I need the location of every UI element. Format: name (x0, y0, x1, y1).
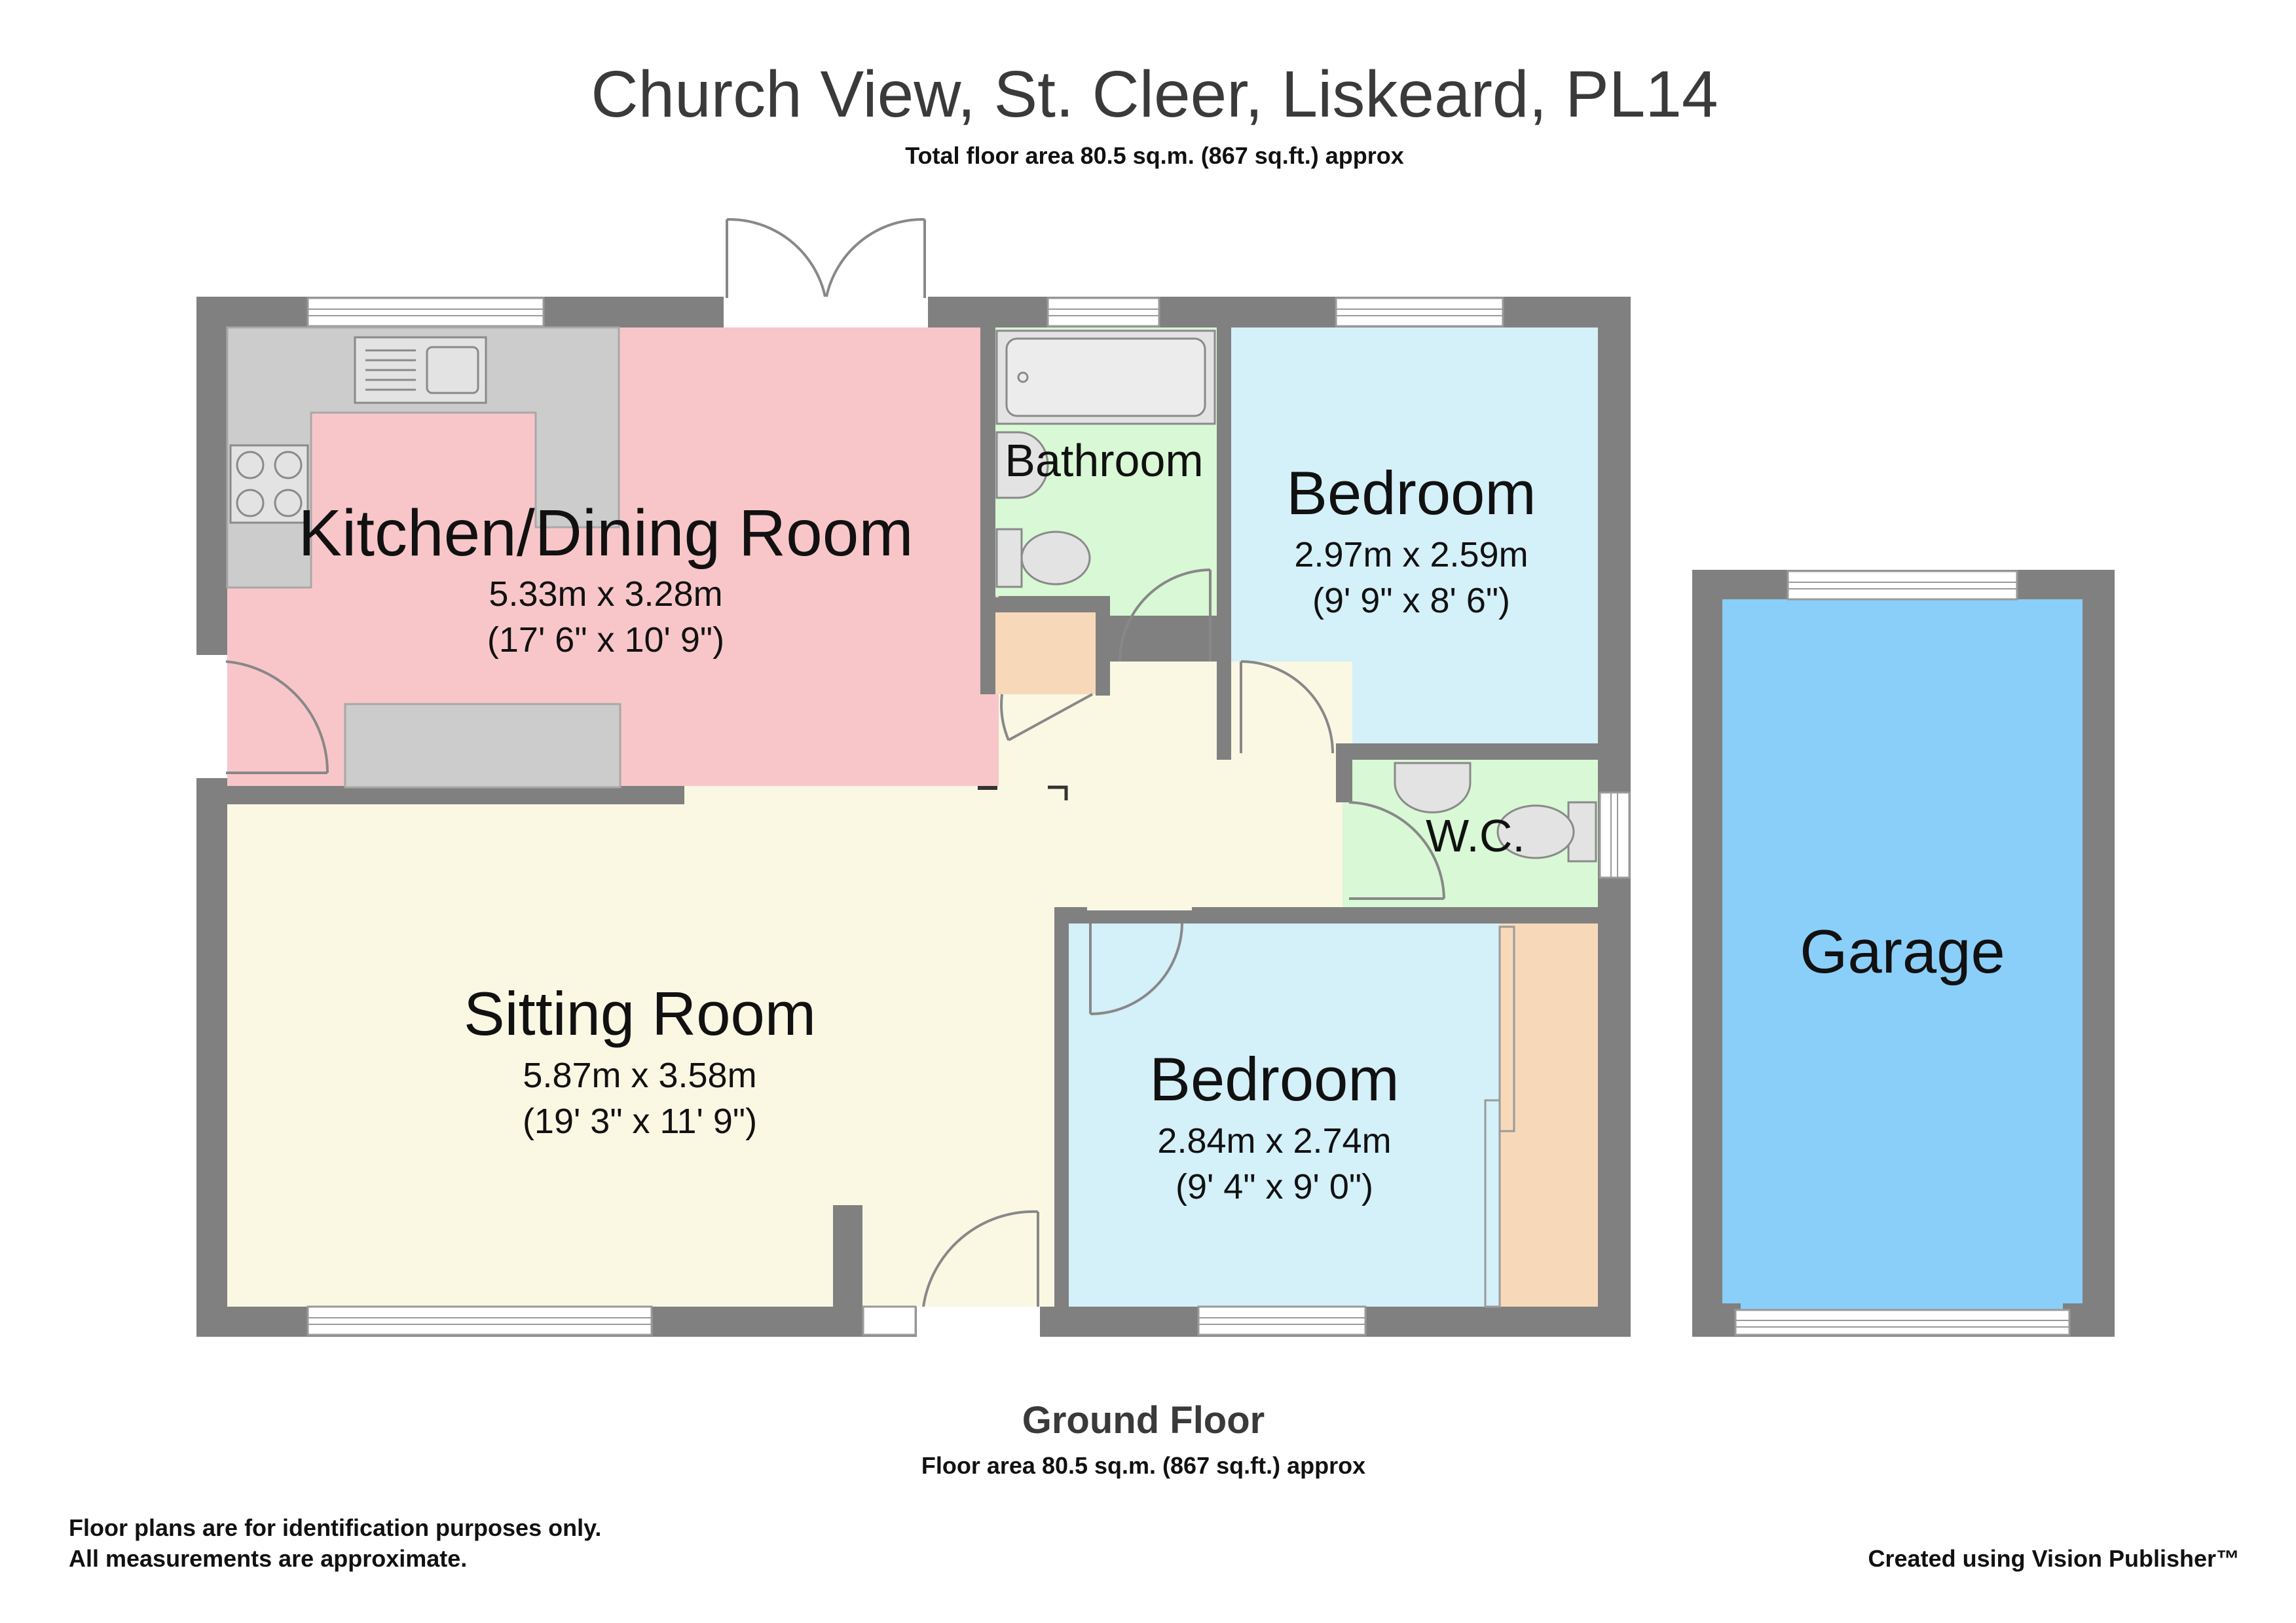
sink-icon (354, 336, 487, 404)
bath-door-opening (1110, 596, 1217, 616)
cupboard-floor (994, 612, 1096, 694)
wardrobe-door-lower (1484, 1099, 1501, 1308)
sitting-imperial: (19' 3" x 11' 9") (523, 1102, 757, 1141)
wall-cupboard-east (1096, 597, 1110, 696)
wc-basin-icon (1394, 762, 1472, 813)
window-sitting-bottom (306, 1305, 653, 1336)
garage-glazing-lines (1735, 582, 2069, 1328)
wall-bed1-wc (1336, 743, 1631, 760)
garage-label: Garage (1800, 917, 2005, 986)
bed2-door-swing (1090, 923, 1183, 1015)
wc-door-swing (1348, 801, 1445, 899)
window-bed2-bottom (1197, 1305, 1367, 1336)
bathroom-label: Bathroom (1005, 435, 1203, 486)
wall-bath-west (980, 327, 995, 694)
wardrobe-doors (1484, 925, 1515, 1308)
kitchen-units (226, 326, 621, 789)
floor-name: Ground Floor (1022, 1399, 1265, 1442)
kitchen-side-opening (196, 655, 227, 778)
kitchen-island (344, 703, 621, 789)
doors (225, 217, 1445, 1307)
sitting-metric: 5.87m x 3.58m (523, 1056, 756, 1095)
front-door-opening (917, 1307, 1040, 1337)
wc-label: W.C. (1426, 810, 1525, 861)
wall-bath-bed1 (1217, 327, 1231, 760)
bedroom1-label: Bedroom (1286, 458, 1536, 527)
bathtub-icon (995, 329, 1216, 425)
wall-wc-bed2 (1192, 907, 1631, 923)
windows (306, 297, 1631, 1336)
bath-door-swing (1119, 569, 1211, 662)
bath-toilet-icon (995, 528, 1091, 588)
plan-title: Church View, St. Cleer, Liskeard, PL14 (591, 58, 1718, 131)
floor-area: Floor area 80.5 sq.m. (867 sq.ft.) appro… (921, 1452, 1365, 1479)
plan-subtitle: Total floor area 80.5 sq.m. (867 sq.ft.)… (905, 142, 1404, 169)
garage-window-top (1787, 570, 2018, 601)
wall-kitchen-sitting (196, 786, 684, 804)
kitchen-patio-opening (724, 297, 928, 327)
basin-icon (995, 431, 1049, 499)
window-hall-side (862, 1305, 917, 1336)
bedroom2-metric: 2.84m x 2.74m (1157, 1121, 1391, 1161)
disclaimer-line-2: All measurements are approximate. (69, 1545, 467, 1572)
bedroom2-imperial: (9' 4" x 9' 0") (1176, 1167, 1373, 1206)
window-glazing-lines (308, 308, 1618, 1325)
bedroom1-metric: 2.97m x 2.59m (1294, 535, 1528, 574)
window-kitchen-top (306, 297, 545, 327)
wall-hall-marker-1 (978, 786, 997, 790)
hall-floor-lower (681, 786, 1342, 907)
front-door-swing (922, 1210, 1039, 1307)
cupboard-door-leaf (1008, 693, 1093, 741)
wc-toilet-icon (1496, 801, 1597, 863)
hob-icon (229, 444, 309, 524)
kitchen-side-door-swing (225, 660, 329, 774)
wardrobe-floor (1500, 923, 1598, 1307)
garage-windows (1734, 570, 2071, 1336)
kitchen-imperial: (17' 6" x 10' 9") (487, 620, 724, 660)
window-bath-top (1046, 297, 1160, 327)
window-bed1-top (1335, 297, 1504, 327)
bedroom1-imperial: (9' 9" x 8' 6") (1312, 581, 1510, 620)
wall-cupboard-top (980, 597, 1110, 612)
garage-floor (1722, 599, 2083, 1310)
disclaimer-line-1: Floor plans are for identification purpo… (69, 1514, 601, 1541)
window-wc-east (1599, 791, 1631, 879)
bed1-door-swing (1240, 660, 1334, 754)
wall-wc-west (1336, 743, 1352, 802)
garage-door (1734, 1309, 2071, 1336)
patio-door-right-swing (825, 217, 925, 297)
cupboard-door-swing (1000, 694, 1010, 741)
wall-sitting-bed2 (1054, 907, 1069, 1337)
wardrobe-door-upper (1498, 925, 1515, 1132)
wall-sitting-pillar (833, 1205, 862, 1307)
bedroom2-label: Bedroom (1149, 1045, 1399, 1113)
kitchen-metric: 5.33m x 3.28m (489, 574, 722, 614)
wall-hall-marker-2 (1048, 785, 1068, 800)
kitchen-worktop-l (226, 326, 620, 589)
sitting-label: Sitting Room (464, 979, 816, 1048)
patio-door-left-swing (726, 217, 826, 297)
kitchen-label: Kitchen/Dining Room (298, 496, 913, 570)
credit-text: Created using Vision Publisher™ (1868, 1545, 2240, 1572)
